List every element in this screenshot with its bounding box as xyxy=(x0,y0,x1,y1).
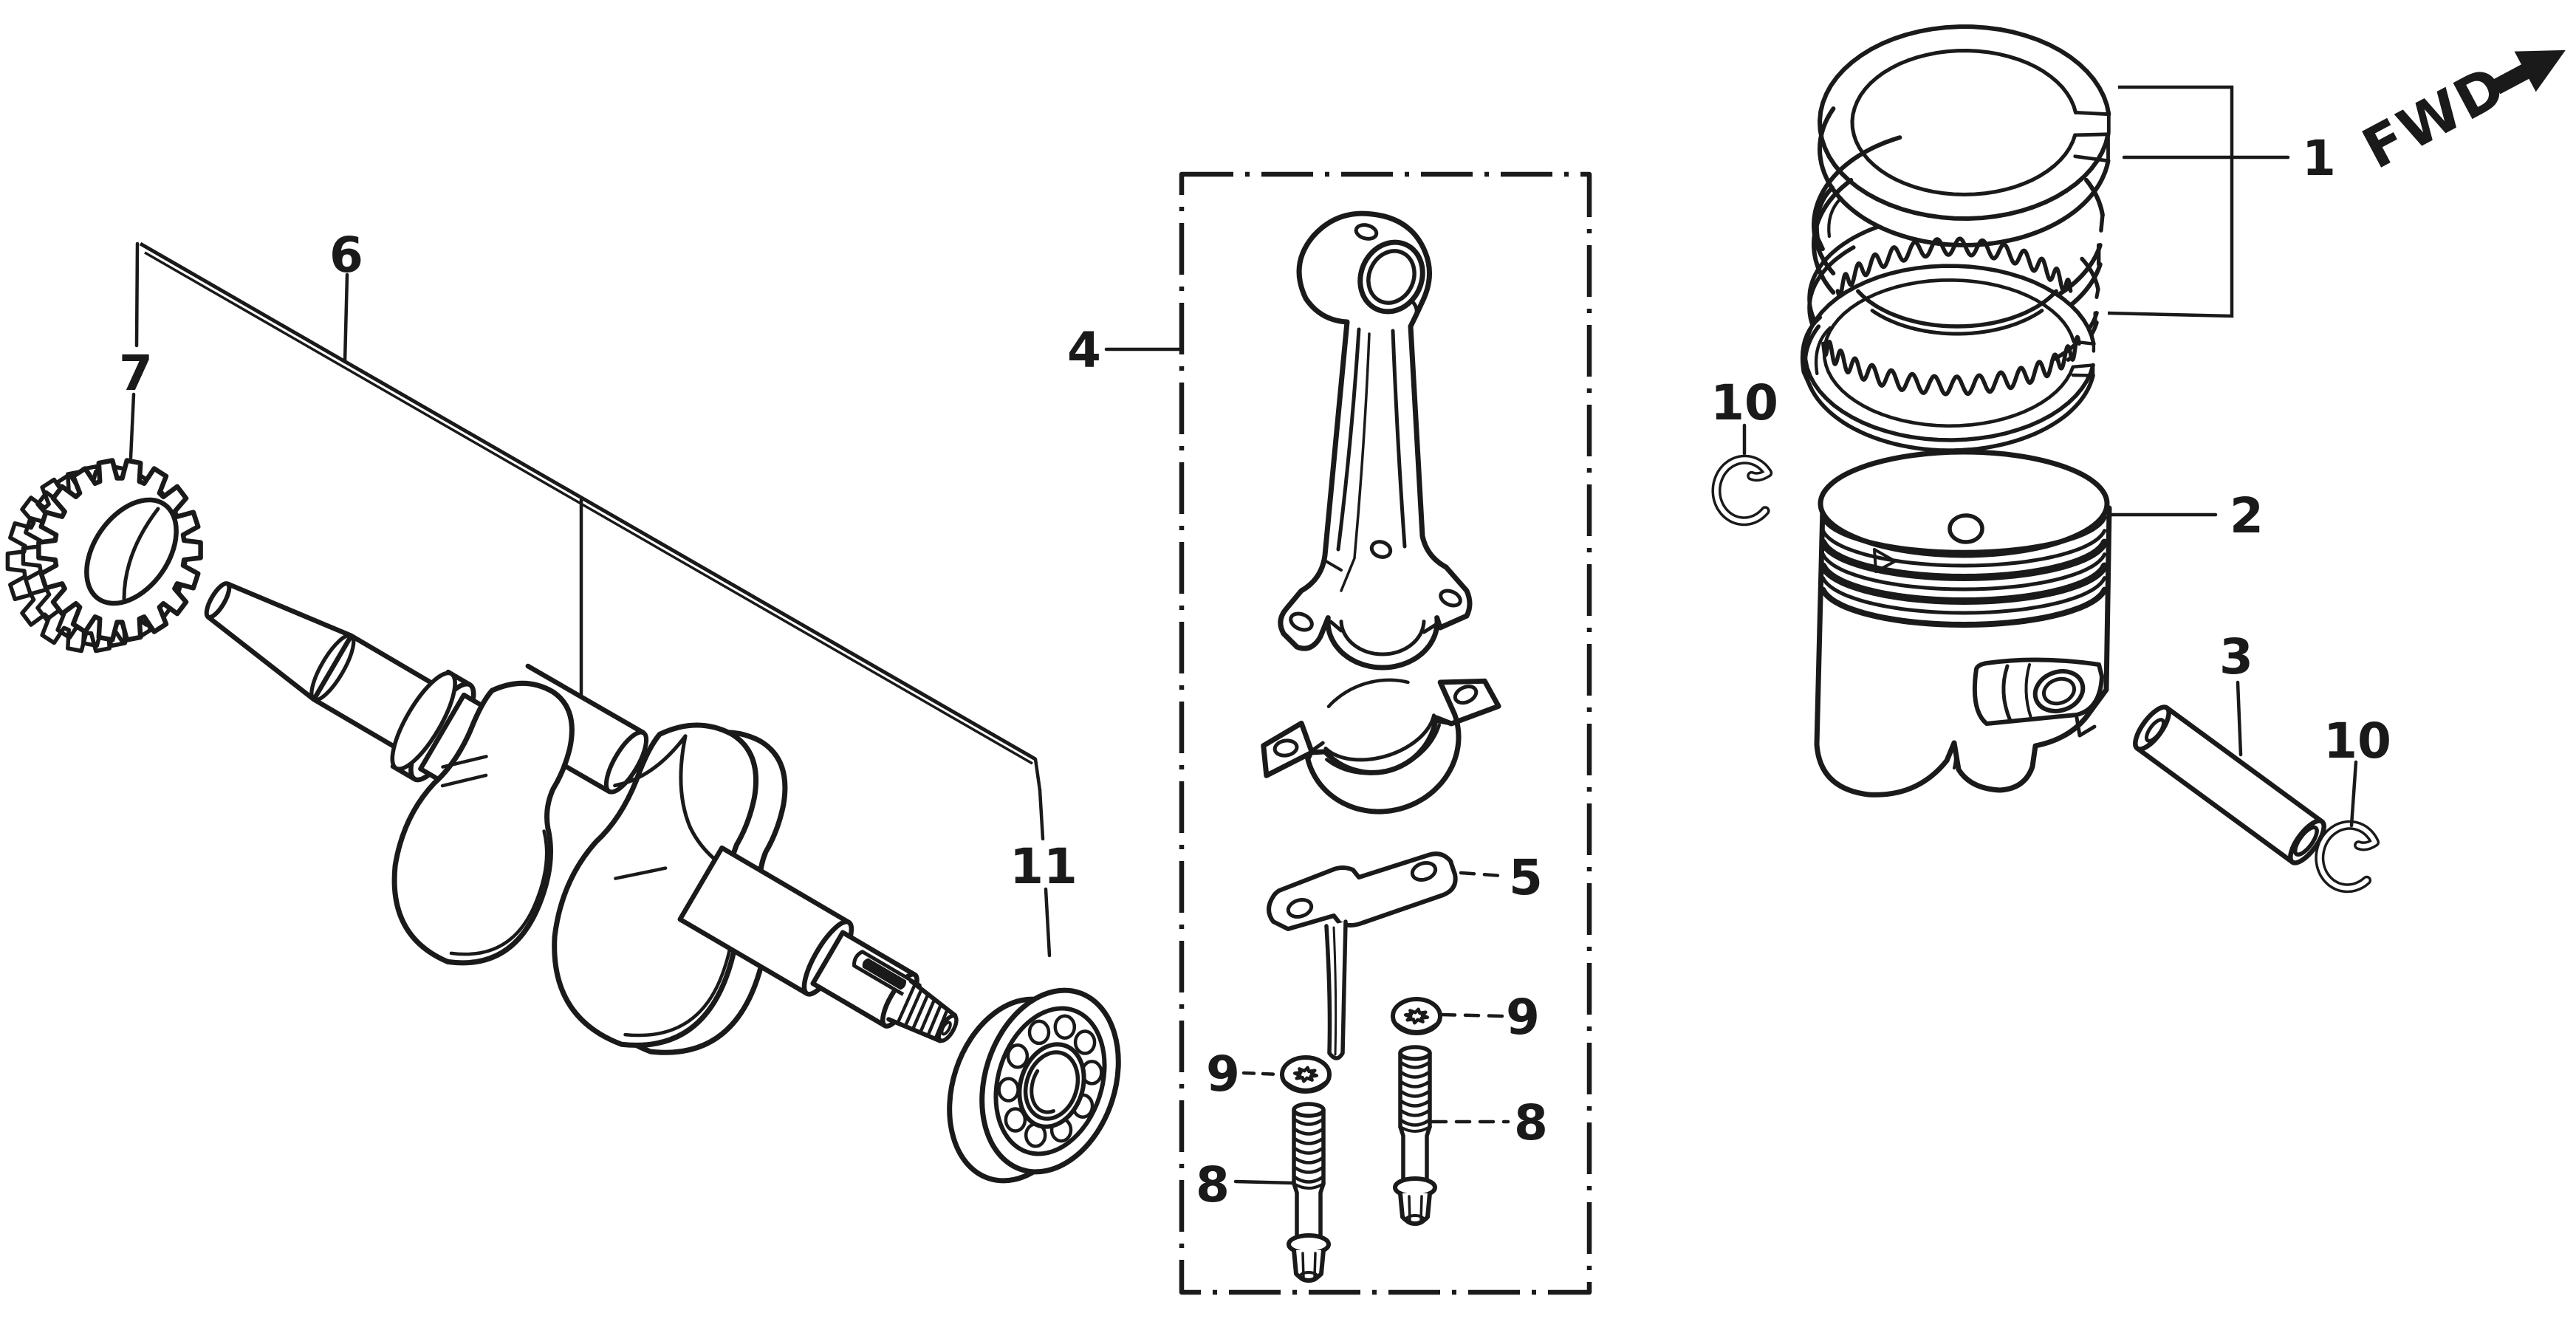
pin-clip-left xyxy=(1711,454,1773,527)
callout-1: 1 xyxy=(2107,85,2336,318)
callout-label-6: 6 xyxy=(329,227,363,284)
callout-11: 11 xyxy=(1010,788,1078,958)
callout-9-right: 9 xyxy=(1439,989,1540,1046)
callout-label-4: 4 xyxy=(1067,322,1101,379)
pin-clip-right xyxy=(2315,820,2380,894)
lock-plate-dipper xyxy=(1267,851,1458,1060)
crankshaft xyxy=(204,581,959,1072)
fwd-label: FWD xyxy=(2352,52,2517,182)
lock-washer-right xyxy=(1391,997,1442,1035)
fwd-indicator: FWD xyxy=(2352,49,2566,182)
timing-gear xyxy=(5,458,203,654)
rod-bolt-left xyxy=(1287,1102,1331,1283)
fwd-arrow-icon xyxy=(2493,49,2566,95)
callout-label-7: 7 xyxy=(119,345,153,402)
piston xyxy=(1814,449,2112,798)
callouts: 1 2 3 4 5 6 7 8 8 9 9 10 10 11 xyxy=(119,85,2391,1213)
leader-line-7 xyxy=(129,392,136,460)
rod-bolt-right xyxy=(1393,1045,1437,1226)
ball-bearing xyxy=(947,987,1121,1184)
callout-8-left: 8 xyxy=(1196,1156,1295,1213)
connecting-rod xyxy=(1278,210,1473,671)
callout-label-1: 1 xyxy=(2302,130,2336,187)
leader-line-9-right xyxy=(1439,1012,1504,1018)
piston-pin xyxy=(2133,704,2326,865)
callout-label-11: 11 xyxy=(1010,838,1078,895)
callout-10-left: 10 xyxy=(1710,374,1778,456)
piston-ring-set xyxy=(1800,24,2111,453)
assembly-plane-lines xyxy=(139,241,1042,792)
leader-line-11 xyxy=(1038,788,1045,841)
callout-3: 3 xyxy=(2219,628,2253,757)
leader-line-8-left xyxy=(1233,1179,1295,1185)
callout-9-left: 9 xyxy=(1206,1046,1283,1103)
callout-10-right: 10 xyxy=(2323,713,2391,828)
callout-4: 4 xyxy=(1067,322,1184,379)
leader-line-5 xyxy=(1459,871,1504,878)
leader-line-9-left xyxy=(1241,1071,1283,1077)
leader-line-3 xyxy=(2236,680,2243,757)
leader-line-11 xyxy=(1044,887,1052,958)
bearing-cap xyxy=(1249,648,1518,843)
callout-7: 7 xyxy=(119,241,153,460)
callout-5: 5 xyxy=(1459,849,1543,906)
callout-label-10-left: 10 xyxy=(1710,374,1778,431)
callout-label-9-right: 9 xyxy=(1506,989,1540,1046)
callout-label-10-right: 10 xyxy=(2323,713,2391,769)
callout-label-3: 3 xyxy=(2219,628,2253,685)
callout-6: 6 xyxy=(329,227,363,364)
callout-label-2: 2 xyxy=(2230,487,2264,544)
lock-washer-left xyxy=(1280,1055,1332,1094)
leader-line-10-right xyxy=(2349,760,2358,828)
connecting-rod-kit xyxy=(1179,171,1592,1295)
callout-label-9-left: 9 xyxy=(1206,1046,1240,1103)
callout-label-8-left: 8 xyxy=(1196,1156,1230,1213)
callout-label-5: 5 xyxy=(1509,849,1543,906)
leader-line-6 xyxy=(343,272,349,364)
callout-2: 2 xyxy=(2107,487,2264,544)
callout-label-8-right: 8 xyxy=(1514,1094,1548,1151)
bracket-ring-set xyxy=(2107,85,2234,318)
callout-8-right: 8 xyxy=(1431,1094,1548,1151)
